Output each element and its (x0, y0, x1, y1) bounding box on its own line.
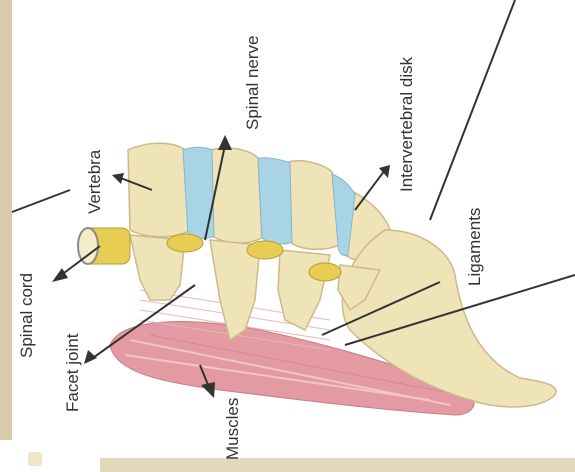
label-intervertebral-disk: Intervertebral disk (398, 57, 415, 192)
label-facet-joint: Facet joint (64, 334, 81, 412)
label-vertebra: Vertebra (86, 150, 103, 214)
spinal-cord-graphic (78, 228, 130, 264)
label-spinal-cord: Spinal cord (18, 273, 35, 358)
label-muscles: Muscles (224, 398, 241, 460)
label-spinal-nerve: Spinal nerve (244, 35, 261, 130)
label-ligaments: Ligaments (466, 208, 483, 286)
